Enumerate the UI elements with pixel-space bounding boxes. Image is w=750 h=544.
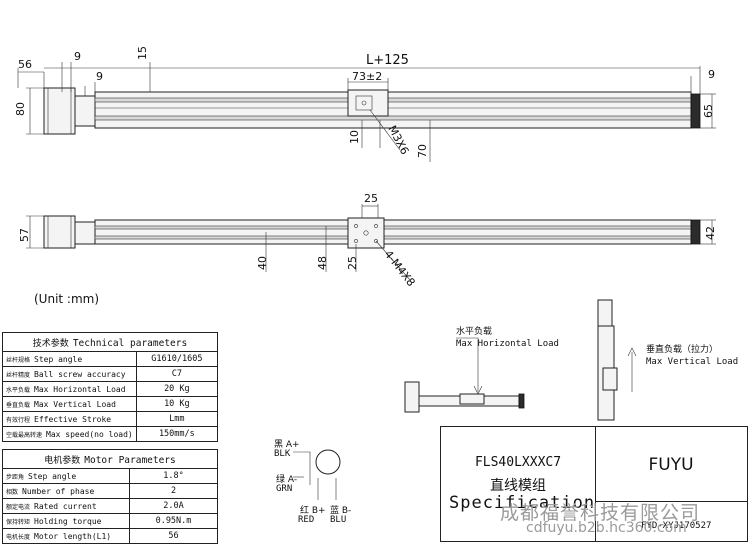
vertical-load-en: Max Vertical Load xyxy=(646,357,738,367)
dim-right-9: 9 xyxy=(708,68,715,81)
motor-coupler xyxy=(74,95,96,127)
wire-a-plus-cn: 黑 A+ xyxy=(274,439,300,450)
dim-right-65: 65 xyxy=(702,104,715,118)
wire-b-plus: RED xyxy=(298,515,314,525)
brand-name: FUYU xyxy=(648,455,694,475)
wiring-diagram: 黑 A+ BLK 绿 A- GRN 红 B+ RED 蓝 B- BLU xyxy=(274,439,351,525)
title-block-left: FLS40LXXXC7 直线模组 Specification xyxy=(441,427,596,541)
watermark-company: 成都福誉科技有限公司 xyxy=(500,502,701,524)
spec-label: Specification xyxy=(449,493,596,513)
dim-left-overhang: 56 xyxy=(18,58,32,71)
wire-a-minus-cn: 绿 A- xyxy=(276,473,297,485)
vertical-load-diagram: 垂直负载（拉力） Max Vertical Load xyxy=(597,299,738,421)
dim-10: 10 xyxy=(348,130,361,144)
unit-note: (Unit :mm) xyxy=(34,292,99,306)
motor-symbol xyxy=(315,449,341,475)
horizontal-load-cn: 水平负载 xyxy=(456,325,492,337)
dim-carriage-width: 73±2 xyxy=(352,70,382,83)
top-view: 56 80 9 15 9 L+125 73±2 9 65 10 M3X6 70 xyxy=(14,46,716,162)
drawing-number: FYD-XYJ170527 xyxy=(641,521,712,531)
wire-b-plus-cn: 红 B+ xyxy=(300,504,326,516)
dim-top-15: 15 xyxy=(136,46,149,60)
product-name-cn: 直线模组 xyxy=(490,478,546,494)
dim-right-42: 42 xyxy=(704,226,717,240)
rail-body xyxy=(94,91,692,129)
h-carriage xyxy=(459,393,485,405)
title-block: FLS40LXXXC7 直线模组 Specification FUYU FYD-… xyxy=(440,426,748,542)
carriage-front xyxy=(347,217,385,249)
end-cap-front xyxy=(690,219,701,245)
dim-motor-height: 80 xyxy=(14,102,27,116)
wire-a-minus: GRN xyxy=(276,484,292,494)
motor-body-front xyxy=(43,215,76,249)
carriage xyxy=(347,89,389,117)
wire-b-minus: BLU xyxy=(330,515,346,525)
screw-m4-label: 4-M4X8 xyxy=(382,248,418,289)
watermark-url: cdfuyu.b2b.hc360.com xyxy=(526,520,687,536)
dim-40: 40 xyxy=(256,256,269,270)
overall-length-label: L+125 xyxy=(366,53,409,68)
dim-motor-height-front: 57 xyxy=(18,228,31,242)
dim-top-25: 25 xyxy=(364,192,378,205)
dim-70: 70 xyxy=(416,144,429,158)
horizontal-load-en: Max Horizontal Load xyxy=(456,339,559,349)
dim-48: 48 xyxy=(316,256,329,270)
horizontal-load-diagram: 水平负载 Max Horizontal Load xyxy=(404,325,559,413)
dim-inner-9: 9 xyxy=(96,70,103,83)
front-view: 57 25 40 48 25 4-M4X8 42 xyxy=(18,192,717,289)
v-carriage xyxy=(602,367,618,391)
rail-body-front xyxy=(94,219,692,245)
model-number: FLS40LXXXC7 xyxy=(474,455,562,470)
dim-25: 25 xyxy=(346,256,359,270)
dim-top-9: 9 xyxy=(74,50,81,63)
vertical-load-cn: 垂直负载（拉力） xyxy=(646,343,718,355)
end-cap xyxy=(690,93,701,129)
wire-a-plus: BLK xyxy=(274,449,291,459)
motor-body xyxy=(43,87,76,135)
wire-b-minus-cn: 蓝 B- xyxy=(330,504,351,516)
